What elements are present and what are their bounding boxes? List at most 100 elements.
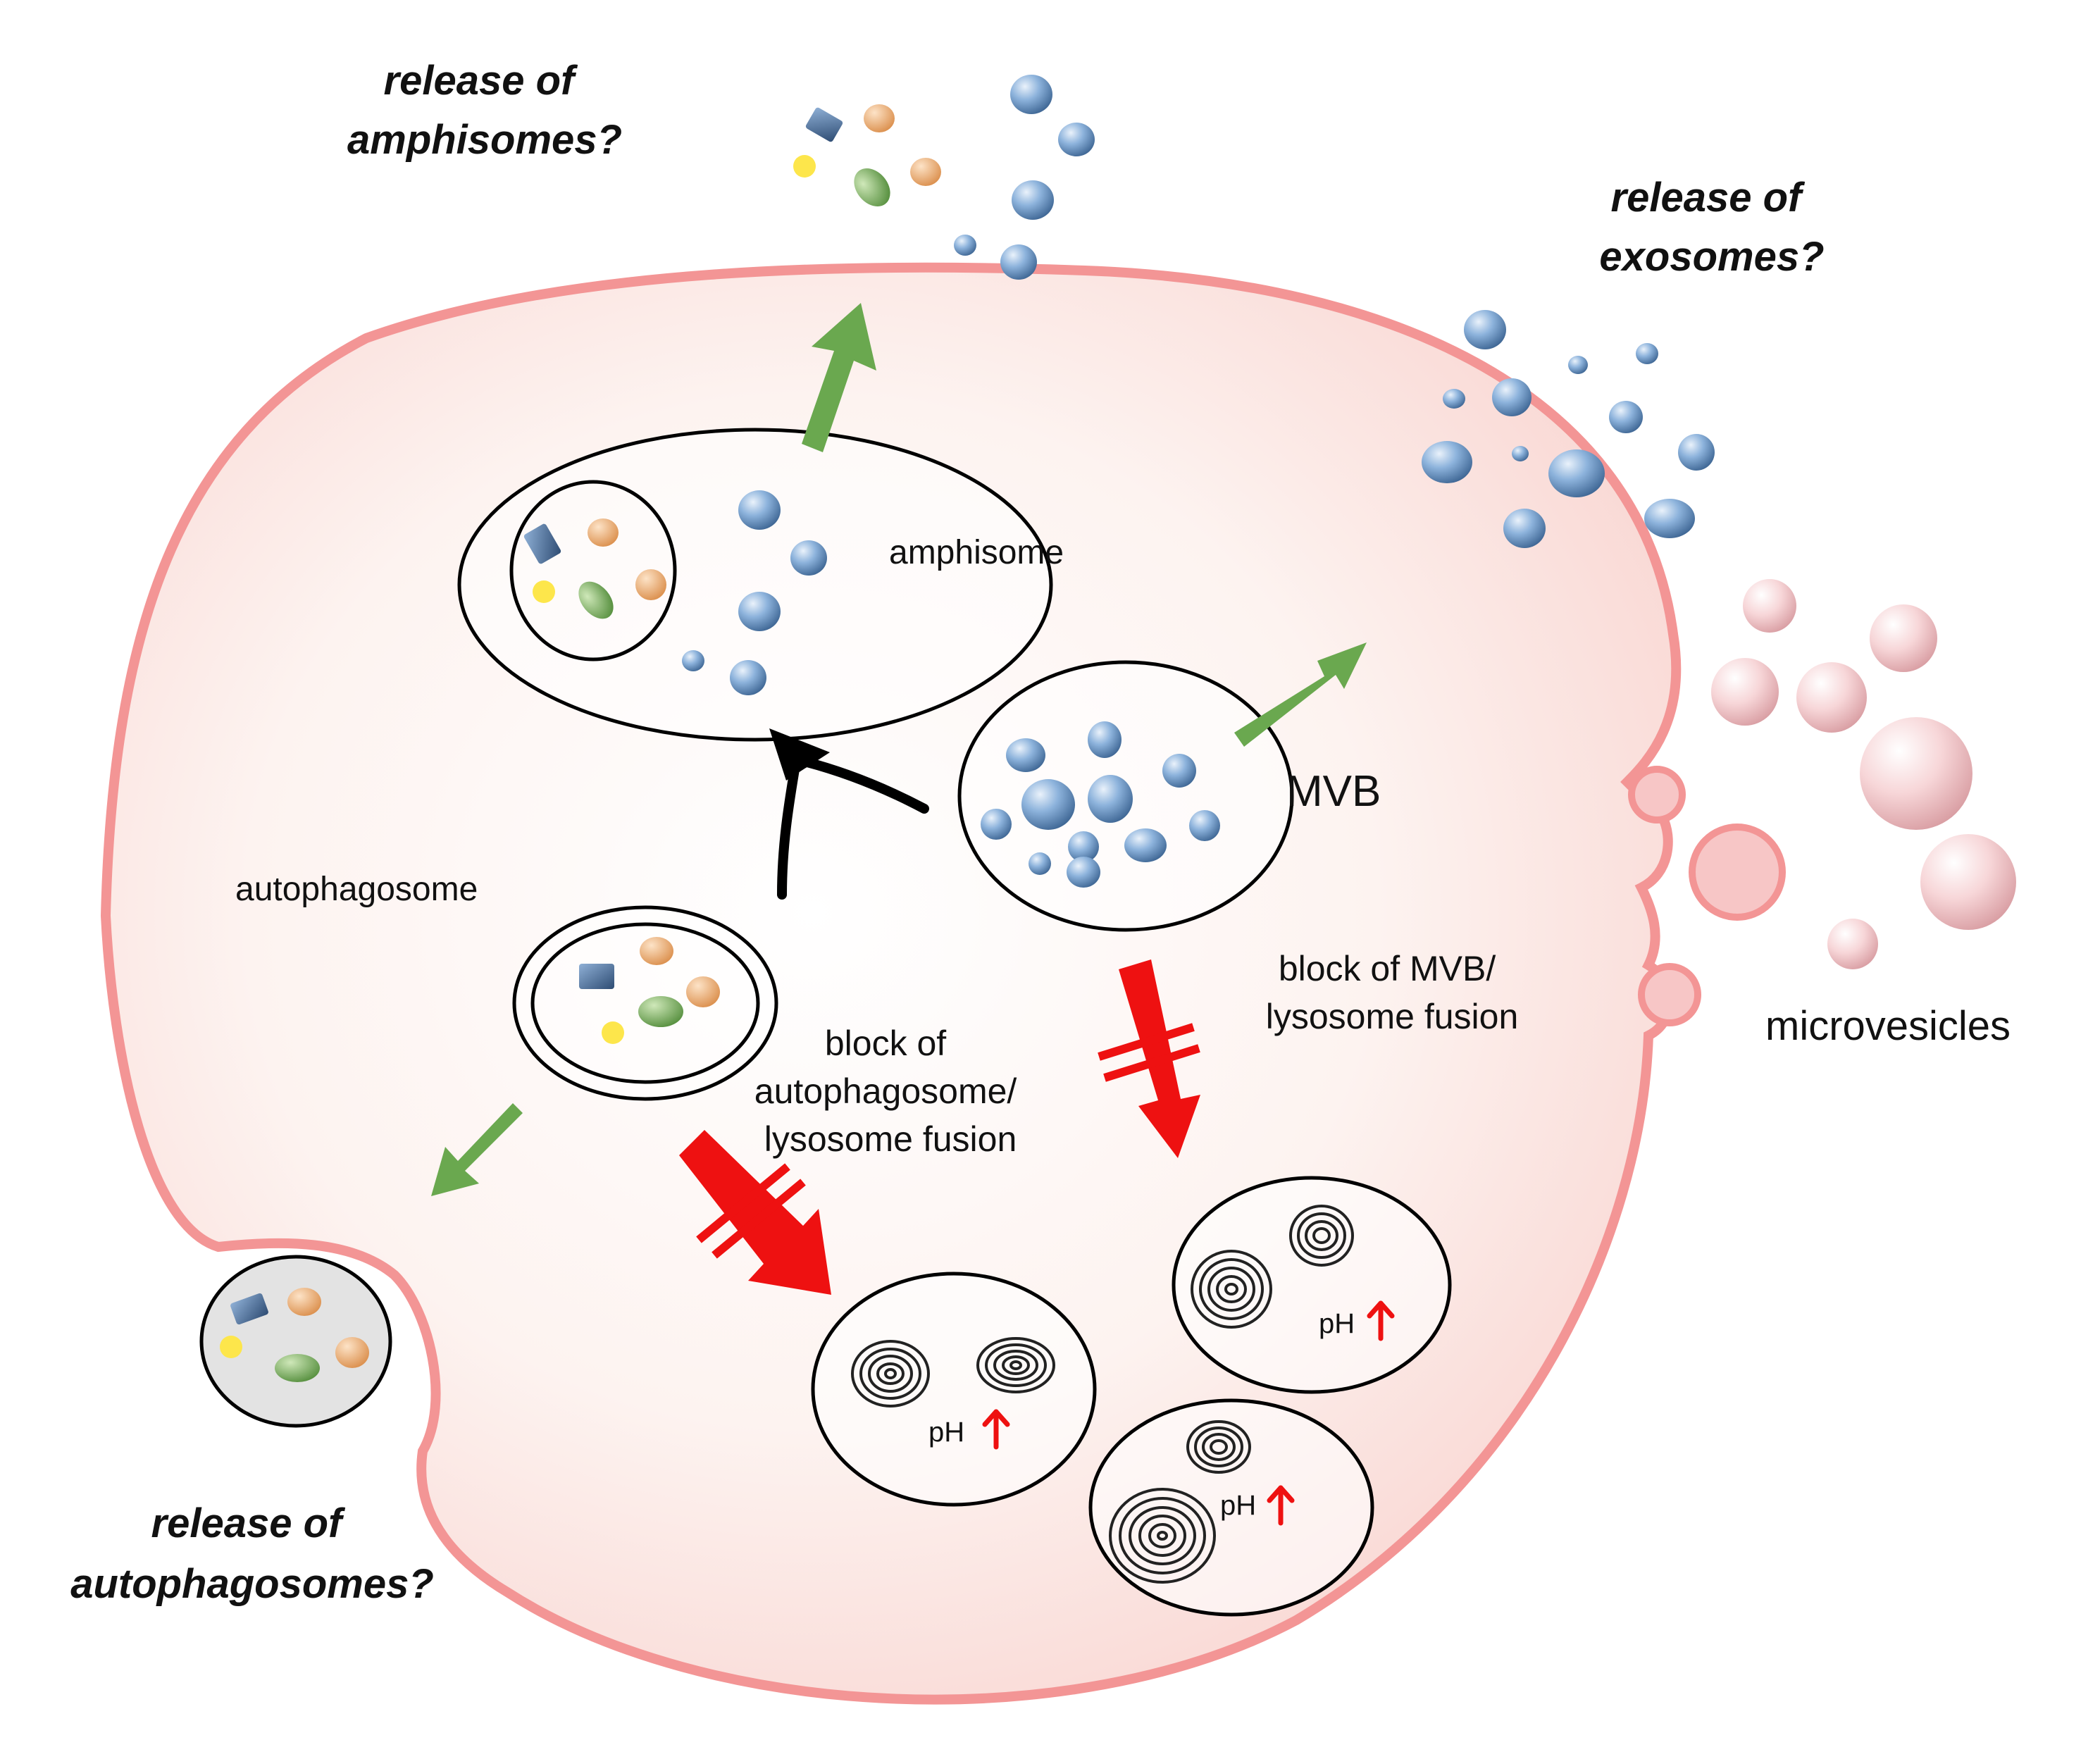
mvb — [957, 660, 1294, 932]
amphisome-exosome — [790, 540, 827, 576]
cargo-orange — [287, 1288, 321, 1316]
mvb-exosome — [1006, 738, 1045, 772]
exosome — [1609, 401, 1643, 433]
amphisome-membrane — [457, 428, 1053, 742]
exosome — [1058, 123, 1095, 156]
exosome — [1568, 356, 1588, 374]
cargo-blue-box — [523, 523, 561, 564]
ph-up-arrow — [982, 1409, 1010, 1450]
exosome — [1010, 75, 1052, 114]
exosome — [1422, 441, 1472, 483]
black-arrowhead — [769, 728, 830, 781]
ph-up-arrow — [1367, 1300, 1395, 1341]
mvb-exosome — [981, 809, 1012, 840]
amphisome-exosome — [682, 650, 704, 671]
amphisome-exosome — [738, 592, 781, 631]
exosome — [1644, 499, 1695, 538]
budding-microvesicle — [1638, 963, 1701, 1026]
lysosome-membrane — [1172, 1176, 1452, 1394]
microvesicle — [1860, 717, 1972, 830]
cargo-green — [638, 996, 683, 1027]
cargo-orange — [686, 976, 720, 1007]
lamellar-body — [1186, 1420, 1251, 1474]
red-arrow-block-autophagosome — [679, 1130, 831, 1295]
exosome — [1548, 449, 1605, 497]
green-arrow-autophagosome-release — [431, 1103, 523, 1196]
release-exosomes-label: release of exosomes? — [1599, 175, 1824, 280]
lamellar-body — [1191, 1250, 1272, 1329]
mvb-exosome — [1189, 810, 1220, 841]
amphisome-exosome — [738, 490, 781, 530]
amphisome-label: amphisome — [889, 534, 1064, 571]
microvesicle — [1743, 579, 1796, 633]
cargo-yellow — [220, 1336, 242, 1358]
exosome — [1000, 244, 1037, 280]
autophagosome-label: autophagosome — [235, 871, 478, 908]
red-arrow-block-mvb — [1098, 959, 1200, 1158]
lamellar-body — [851, 1340, 930, 1407]
lamellar-body — [976, 1337, 1055, 1393]
microvesicle — [1796, 662, 1867, 733]
lysosome-membrane — [1088, 1398, 1374, 1617]
lamellar-body — [1109, 1488, 1216, 1584]
lysosome-3: pH — [1088, 1398, 1374, 1617]
microvesicle — [1870, 604, 1937, 672]
cargo-yellow — [793, 155, 816, 178]
released-microvesicles — [1711, 579, 2016, 969]
lysosome-1: pH — [811, 1272, 1097, 1507]
block-mvb-label: block of MVB/ lysosome fusion — [1266, 949, 1519, 1036]
cargo-yellow — [533, 580, 555, 603]
ph-label: pH — [928, 1417, 964, 1448]
cargo-orange — [588, 518, 619, 547]
exosome — [1678, 434, 1715, 471]
cargo-green — [275, 1354, 320, 1382]
cargo-orange — [335, 1337, 369, 1368]
cargo-blue-box — [579, 964, 614, 989]
cargo-orange — [864, 104, 895, 132]
mvb-exosome — [1068, 831, 1099, 862]
green-arrow-amphisome-release — [802, 303, 876, 452]
mvb-exosome — [1021, 779, 1075, 830]
cargo-orange — [635, 569, 666, 600]
lysosome-membrane — [811, 1272, 1097, 1507]
budding-microvesicle — [1628, 766, 1686, 824]
cargo-yellow — [602, 1021, 624, 1044]
autophagosome — [512, 905, 778, 1101]
release-amphisomes-label: release of amphisomes? — [347, 58, 622, 163]
autophagosome-inner-membrane — [530, 922, 760, 1084]
lysosome-2: pH — [1172, 1176, 1452, 1394]
released-autophagosome — [199, 1255, 392, 1428]
mvb-exosome — [1088, 721, 1122, 758]
exosome — [1636, 343, 1658, 364]
microvesicle — [1920, 834, 2016, 930]
ph-up-arrow — [1267, 1485, 1295, 1526]
exosome — [1464, 310, 1506, 349]
amphisome — [457, 428, 1053, 742]
cargo-orange — [640, 937, 673, 965]
microvesicle — [1827, 919, 1878, 969]
released-amphisome-contents — [793, 75, 1095, 280]
ph-label: pH — [1220, 1490, 1256, 1521]
cargo-orange — [910, 158, 941, 186]
exosome — [1503, 509, 1546, 548]
amphisome-inner-autophagosome — [509, 480, 677, 661]
microvesicle — [1711, 658, 1779, 726]
lamellar-body — [1289, 1205, 1354, 1267]
mvb-exosome — [1088, 775, 1133, 823]
release-autophagosomes-label: release of autophagosomes? — [70, 1500, 434, 1607]
budding-microvesicle — [1689, 824, 1786, 921]
exosome — [1512, 446, 1529, 461]
ph-label: pH — [1319, 1308, 1355, 1339]
exosome — [1012, 180, 1054, 220]
green-arrow-exosome-release — [1234, 642, 1367, 747]
exosome — [954, 235, 976, 256]
mvb-exosome — [1067, 857, 1100, 888]
mvb-exosome — [1124, 828, 1167, 862]
exosome — [1443, 389, 1465, 409]
cargo-blue-box — [805, 107, 843, 142]
mvb-exosome — [1029, 852, 1051, 875]
cargo-green — [854, 168, 890, 206]
block-autophagosome-label: block of autophagosome/ lysosome fusion — [754, 1024, 1026, 1159]
mvb-exosome — [1162, 754, 1196, 788]
